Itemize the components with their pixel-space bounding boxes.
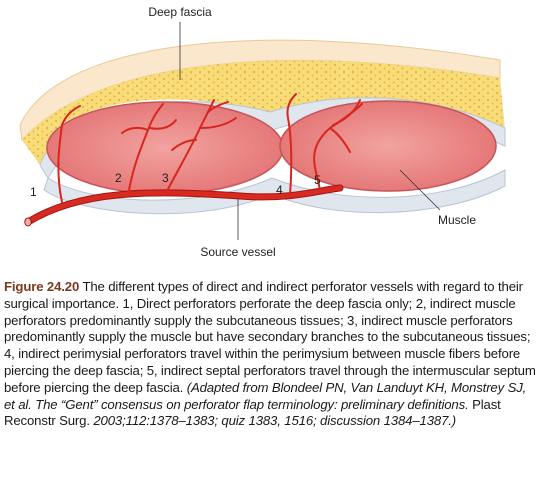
perforator-vessels <box>57 93 363 203</box>
caption-reference-part2: 2003;112:1378–1383; quiz 1383, 1516; dis… <box>93 413 457 429</box>
perforator-1 <box>57 105 81 203</box>
muscle-belly-right <box>279 100 497 192</box>
label-muscle: Muscle <box>438 213 476 227</box>
label-source-vessel: Source vessel <box>200 245 275 259</box>
number-3: 3 <box>162 171 169 185</box>
figure-label: Figure 24.20 <box>4 279 80 294</box>
diagram-svg: Deep fascia Muscle Source vessel 1 2 3 4… <box>19 5 506 259</box>
number-5: 5 <box>314 173 321 187</box>
number-2: 2 <box>115 171 122 185</box>
label-deep-fascia: Deep fascia <box>148 5 212 19</box>
number-1: 1 <box>30 185 37 199</box>
perforator-diagram: Deep fascia Muscle Source vessel 1 2 3 4… <box>19 5 506 259</box>
caption-journal: Plast Reconstr Surg. <box>4 396 501 429</box>
perforator-4 <box>286 93 297 196</box>
caption-body: The different types of direct and indire… <box>4 279 536 395</box>
leader-lines <box>179 22 441 240</box>
figure-caption: Figure 24.20 The different types of dire… <box>4 279 540 430</box>
caption-reference-part1: (Adapted from Blondeel PN, Van Landuyt K… <box>4 379 527 412</box>
number-4: 4 <box>276 183 283 197</box>
